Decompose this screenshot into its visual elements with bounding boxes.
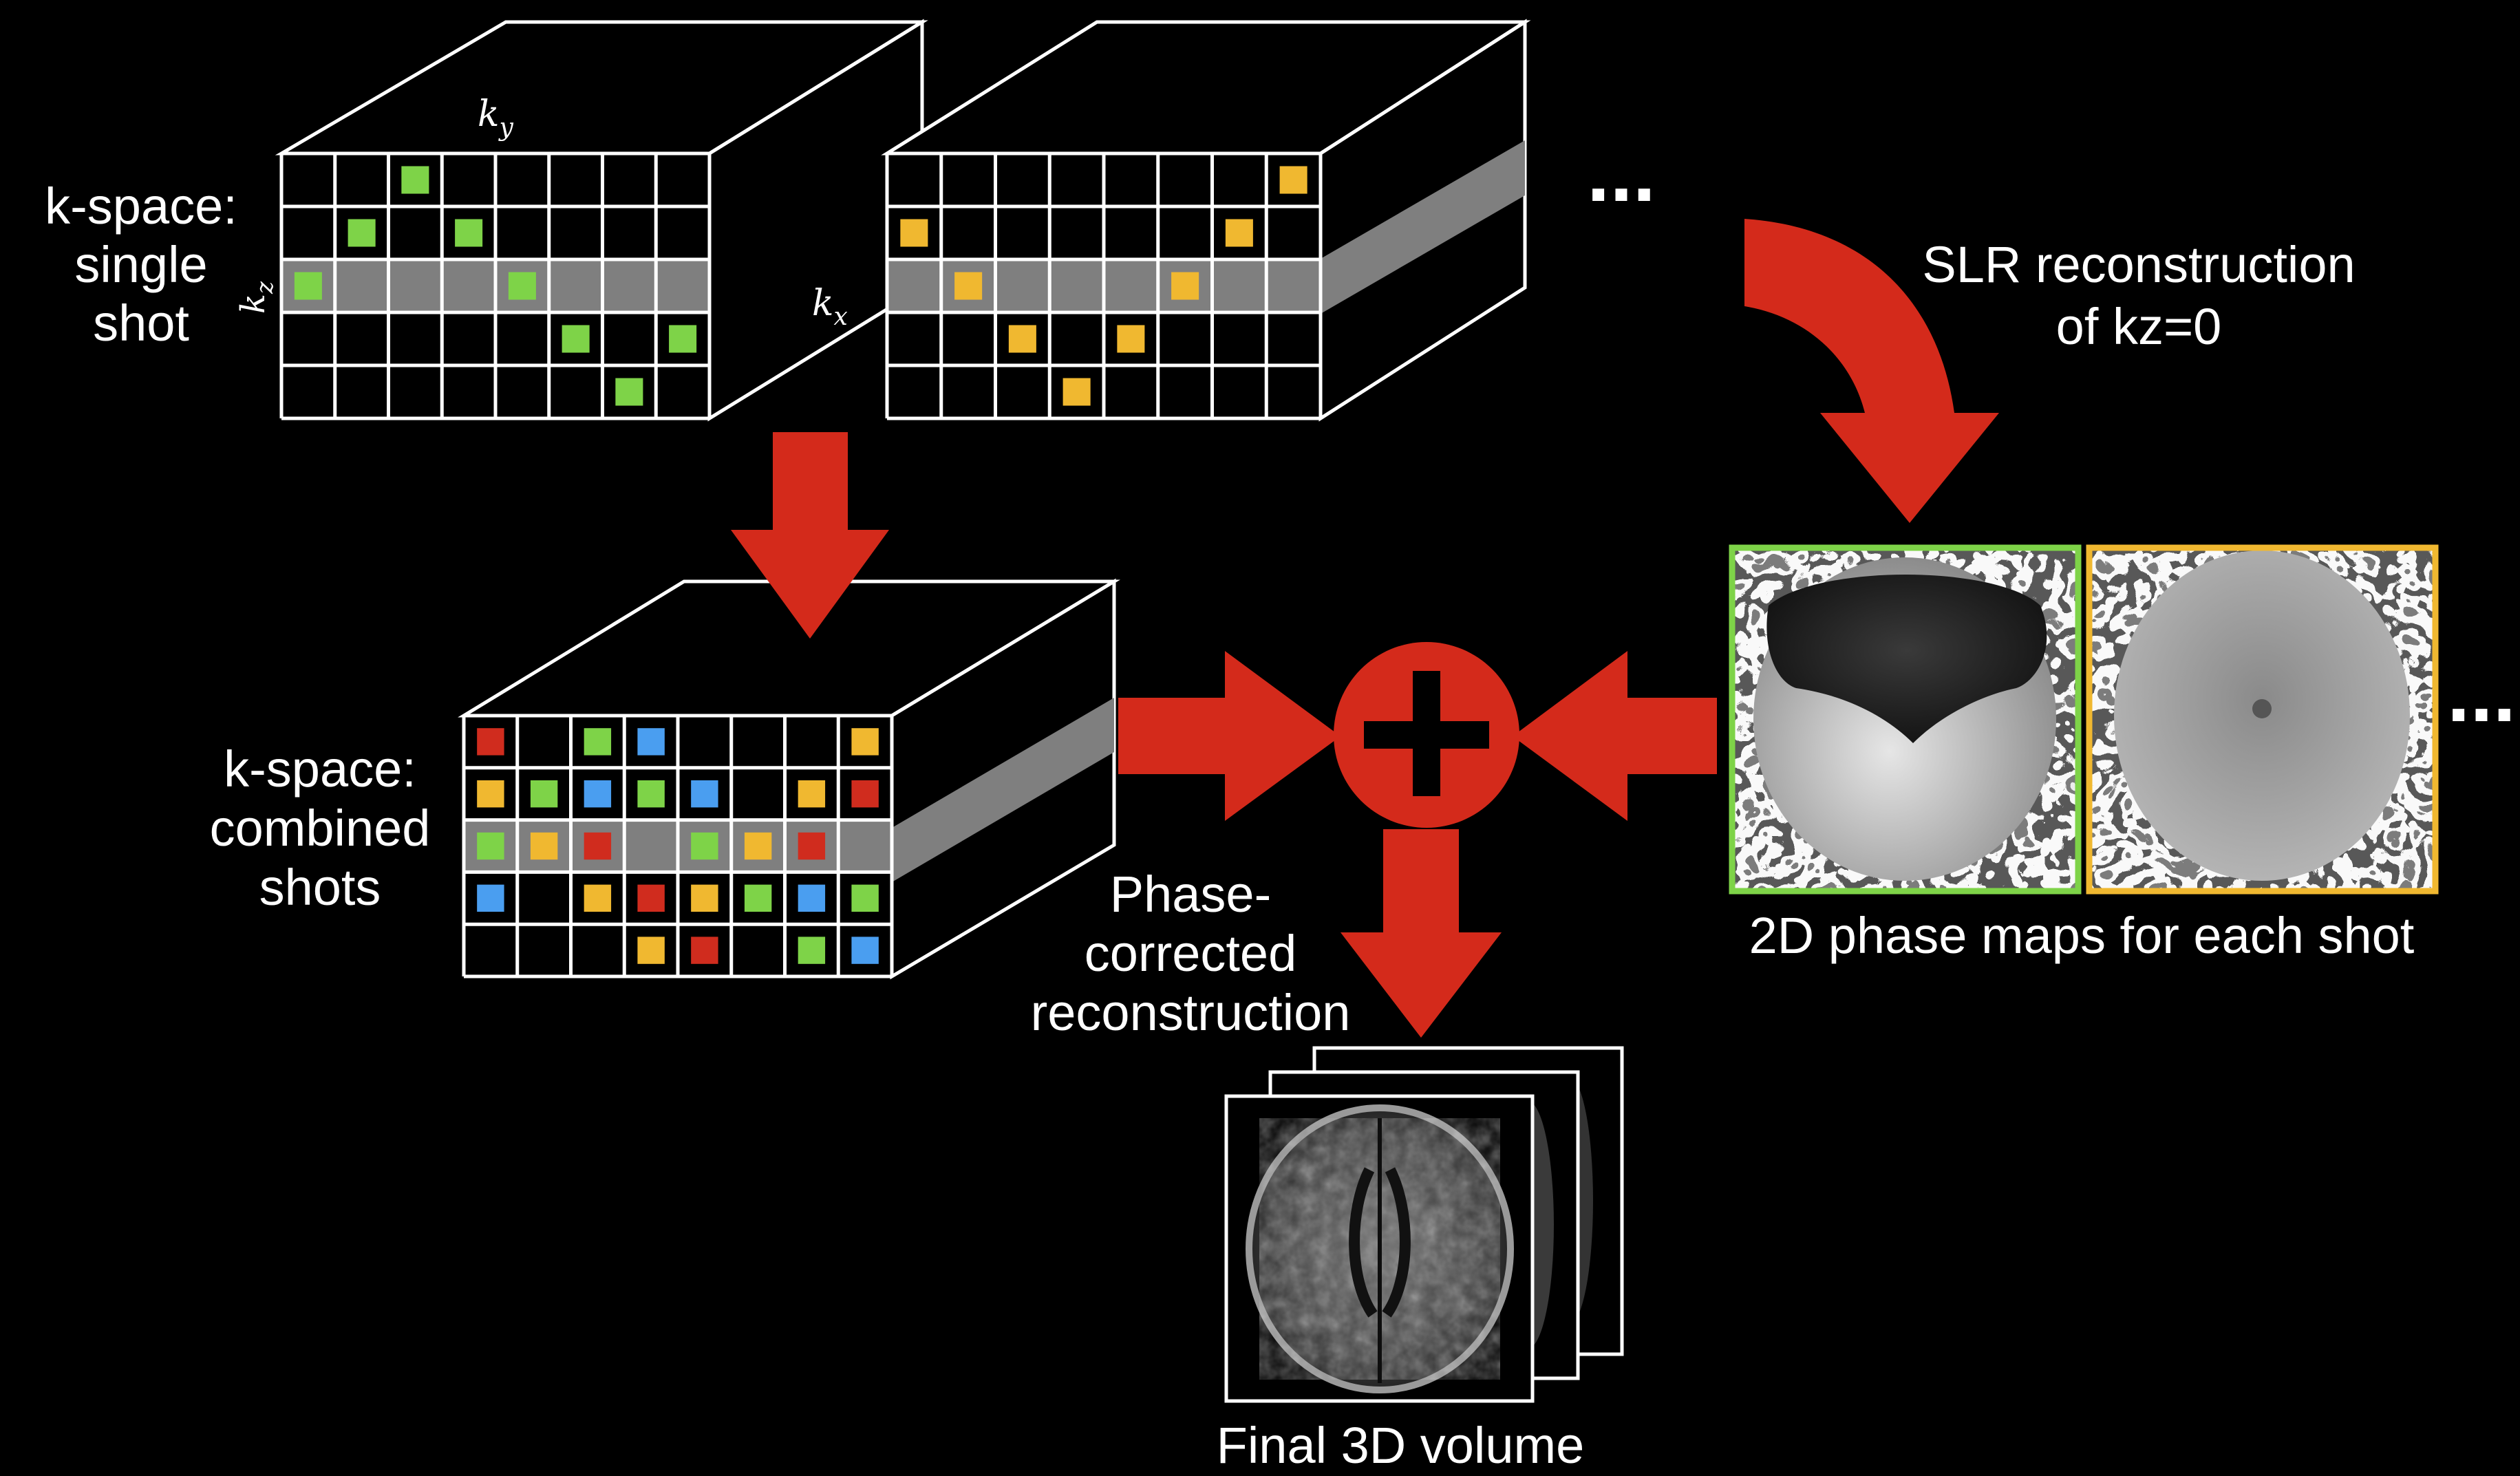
sample-green [851,884,879,912]
arrow-down-to-final-volume [1341,829,1502,1038]
sample-yellow [691,884,718,912]
plus-circle [1334,642,1519,828]
sample-green [691,832,718,860]
sample-blue [584,780,612,808]
kspace-single-shot-cube [275,19,928,422]
sample-green [455,219,483,247]
sample-green [508,272,536,300]
label-phase-corrected-line1: Phase- [1110,866,1271,923]
phase-map-shot-1 [1729,544,2082,895]
sample-green [744,884,772,912]
kspace-second-shot-cube [881,19,1531,422]
phase-map-1-dark-region [1766,575,2047,743]
phase-map-2-border [2086,544,2439,895]
sample-yellow [1171,272,1199,300]
sample-blue [798,884,826,912]
final-volume-stack [1224,1046,1624,1403]
axis-label-kz: kz [234,281,279,314]
arrow-right-from-combined [1118,651,1341,821]
label-slr-line1: SLR reconstruction [1922,236,2355,293]
label-kspace-single-line2: single [74,236,207,293]
brain-slice-image [1246,1104,1514,1393]
axis-label-ky-sub: y [498,114,514,142]
kspace-grid-second-shot [885,151,1323,420]
sample-yellow [851,728,879,756]
phase-map-2-center [2252,699,2272,718]
label-final-3d-volume: Final 3D volume [1217,1417,1585,1474]
sample-blue [637,728,665,756]
label-phase-corrected-reconstruction: Phase- corrected reconstruction [1031,866,1351,1041]
arrows [731,219,1999,1038]
phase-map-shot-2 [2086,544,2439,895]
label-kspace-combined-line2: combined [210,800,431,857]
kspace-combined-cube [458,578,1120,980]
phase-map-1-border [1729,544,2082,895]
label-phase-corrected-line2: corrected [1085,925,1296,982]
sample-blue [851,937,879,964]
sample-green [615,378,643,406]
cube-2-side-kz0-band [1321,140,1525,314]
sample-green [294,272,322,300]
kspace-grid-combined [462,714,894,978]
label-slr-reconstruction: SLR reconstruction of kz=0 [1922,236,2355,355]
sample-red [851,780,879,808]
sample-green [530,780,558,808]
sample-blue [477,884,504,912]
sample-green [477,832,504,860]
label-kspace-single-line3: shot [93,295,189,352]
sample-yellow [584,884,612,912]
sample-green [562,325,590,353]
sample-red [691,937,718,964]
axis-label-ky: ky [478,94,514,142]
sample-green [669,325,697,353]
sample-red [798,832,826,860]
sample-yellow [1225,219,1253,247]
arrow-curved-slr [1744,219,1999,523]
label-slr-line2: of kz=0 [2056,298,2222,355]
sample-yellow [954,272,983,300]
arrow-left-from-phase-maps [1513,651,1717,821]
label-kspace-single-line1: k-space: [45,178,237,235]
ellipsis-top: ... [1587,127,1656,219]
label-kspace-combined-line1: k-space: [224,740,416,798]
sample-green [401,166,429,194]
label-kspace-single-shot: k-space: single shot [45,178,237,352]
sample-yellow [530,832,558,860]
sample-yellow [1008,325,1036,353]
sample-yellow [798,780,826,808]
cube-2-side-face [1318,19,1527,422]
label-phase-corrected-line3: reconstruction [1031,984,1351,1041]
label-kspace-combined-line3: shots [259,859,381,916]
sample-yellow [1063,378,1091,406]
label-kspace-combined-shots: k-space: combined shots [210,740,431,916]
sample-green [637,780,665,808]
sample-green [798,937,826,964]
sample-yellow [744,832,772,860]
axis-label-kz-sub: z [251,281,279,295]
label-phase-maps: 2D phase maps for each shot [1749,907,2415,964]
arrow-down-to-combined [731,432,889,639]
sample-red [637,884,665,912]
plus-icon-vertical [1413,671,1440,796]
kspace-grid-single-shot [279,151,712,420]
cube-3-side-kz0-band [892,698,1114,882]
ellipsis-right: ... [2447,647,2516,739]
sample-yellow [477,780,504,808]
sample-yellow [1279,166,1307,194]
sample-green [348,219,376,247]
sample-red [477,728,504,756]
sample-yellow [900,219,928,247]
axis-label-kx-sub: x [834,303,848,331]
axis-label-kx: kx [812,283,848,331]
sample-green [584,728,612,756]
sample-blue [691,780,718,808]
sample-red [584,832,612,860]
sample-yellow [637,937,665,964]
sample-yellow [1117,325,1145,353]
